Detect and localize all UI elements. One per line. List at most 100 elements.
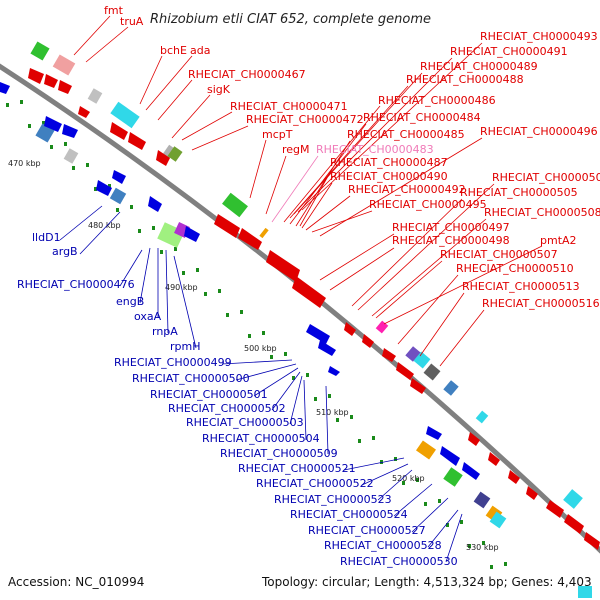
- gene-label[interactable]: RHECIAT_CH0000501: [150, 388, 268, 401]
- gene-feature[interactable]: [396, 362, 414, 380]
- gene-label[interactable]: RHECIAT_CH0000498: [392, 234, 510, 247]
- gene-label[interactable]: RHECIAT_CH0000509: [220, 447, 338, 460]
- gene-feature[interactable]: [0, 82, 10, 94]
- gene-label[interactable]: RHECIAT_CH0000505: [460, 186, 578, 199]
- gene-feature[interactable]: [413, 351, 431, 369]
- gene-label[interactable]: RHECIAT_CH0000496: [480, 125, 598, 138]
- gene-label[interactable]: regM: [282, 143, 310, 156]
- gene-feature[interactable]: [423, 363, 441, 381]
- gene-label[interactable]: RHECIAT_CH0000527: [308, 524, 426, 537]
- gene-label[interactable]: RHECIAT_CH0000504: [202, 432, 320, 445]
- gene-feature[interactable]: [44, 74, 58, 88]
- gene-feature[interactable]: [259, 227, 269, 239]
- gene-label[interactable]: RHECIAT_CH0000488: [406, 73, 524, 86]
- gene-label[interactable]: RHECIAT_CH0000507: [440, 248, 558, 261]
- gene-label[interactable]: RHECIAT_CH0000500: [132, 372, 250, 385]
- gene-label[interactable]: pmtA2: [540, 234, 577, 247]
- gene-label[interactable]: lldD1: [32, 231, 61, 244]
- gene-feature[interactable]: [30, 41, 50, 61]
- gene-label[interactable]: RHECIAT_CH0000528: [324, 539, 442, 552]
- gene-feature[interactable]: [167, 146, 183, 162]
- gene-feature[interactable]: [344, 322, 356, 336]
- gene-feature[interactable]: [475, 410, 489, 424]
- gene-feature[interactable]: [426, 426, 442, 440]
- gene-feature[interactable]: [156, 150, 170, 166]
- gene-feature[interactable]: [28, 68, 44, 84]
- gene-feature[interactable]: [416, 440, 436, 460]
- gene-feature[interactable]: [405, 346, 421, 362]
- gene-label[interactable]: rnpA: [152, 325, 178, 338]
- gene-label[interactable]: RHECIAT_CH0000495: [369, 198, 487, 211]
- gene-feature[interactable]: [110, 122, 128, 140]
- gene-feature[interactable]: [292, 276, 326, 308]
- gene-feature[interactable]: [443, 467, 463, 487]
- gene-feature[interactable]: [58, 80, 72, 94]
- gene-label[interactable]: RHECIAT_CH0000467: [188, 68, 306, 81]
- gene-feature[interactable]: [362, 334, 374, 348]
- gene-feature[interactable]: [318, 340, 336, 356]
- gene-label[interactable]: RHECIAT_CH0000530: [340, 555, 458, 568]
- gene-feature[interactable]: [109, 187, 127, 205]
- gene-feature[interactable]: [328, 366, 340, 376]
- gene-label[interactable]: RHECIAT_CH0000489: [420, 60, 538, 73]
- gene-feature[interactable]: [473, 491, 491, 509]
- gene-feature[interactable]: [564, 514, 584, 534]
- gene-label[interactable]: RHECIAT_CH0000491: [450, 45, 568, 58]
- gene-label[interactable]: oxaA: [134, 310, 162, 323]
- gene-feature[interactable]: [63, 148, 79, 164]
- gene-label[interactable]: RHECIAT_CH0000493: [480, 30, 598, 43]
- gene-feature[interactable]: [526, 486, 538, 500]
- gene-feature[interactable]: [468, 432, 480, 446]
- gene-feature[interactable]: [443, 380, 459, 396]
- gene-label[interactable]: fmt: [104, 4, 124, 17]
- gene-label[interactable]: RHECIAT_CH0000492: [348, 183, 466, 196]
- gene-label[interactable]: RHECIAT_CH0000471: [230, 100, 348, 113]
- gene-label[interactable]: RHECIAT_CH0000524: [290, 508, 408, 521]
- gene-feature[interactable]: [410, 378, 426, 394]
- gene-feature[interactable]: [440, 446, 460, 466]
- gene-feature[interactable]: [489, 511, 507, 529]
- gene-feature[interactable]: [508, 470, 520, 484]
- gene-feature[interactable]: [52, 54, 76, 76]
- gene-label[interactable]: RHECIAT_CH0000486: [378, 94, 496, 107]
- gene-label[interactable]: mcpT: [262, 128, 293, 141]
- gene-feature[interactable]: [44, 116, 62, 132]
- gene-feature[interactable]: [62, 124, 78, 138]
- gene-label[interactable]: RHECIAT_CH0000522: [256, 477, 374, 490]
- gene-feature[interactable]: [87, 88, 103, 104]
- gene-feature[interactable]: [563, 489, 583, 509]
- gene-feature[interactable]: [112, 170, 126, 184]
- gene-label[interactable]: RHECIAT_CH0000476: [17, 278, 135, 291]
- gene-label[interactable]: RHECIAT_CH0000502: [168, 402, 286, 415]
- gene-feature[interactable]: [488, 452, 500, 466]
- gene-feature[interactable]: [578, 586, 592, 598]
- gene-feature[interactable]: [148, 196, 162, 212]
- gene-label[interactable]: RHECIAT_CH0000506: [492, 171, 600, 184]
- gene-label[interactable]: RHECIAT_CH0000523: [274, 493, 392, 506]
- gene-label[interactable]: engB: [116, 295, 144, 308]
- gene-feature[interactable]: [222, 192, 248, 218]
- gene-label[interactable]: ada: [190, 44, 210, 57]
- gene-label[interactable]: RHECIAT_CH0000472: [246, 113, 364, 126]
- gene-label[interactable]: argB: [52, 245, 78, 258]
- gene-label[interactable]: bchE: [160, 44, 187, 57]
- gene-label[interactable]: RHECIAT_CH0000521: [238, 462, 356, 475]
- gene-feature[interactable]: [110, 101, 140, 129]
- gene-label[interactable]: RHECIAT_CH0000508: [484, 206, 600, 219]
- gene-label[interactable]: RHECIAT_CH0000510: [456, 262, 574, 275]
- gene-label[interactable]: RHECIAT_CH0000497: [392, 221, 510, 234]
- gene-label[interactable]: RHECIAT_CH0000503: [186, 416, 304, 429]
- gene-feature[interactable]: [462, 462, 480, 480]
- gene-feature[interactable]: [546, 500, 564, 518]
- gene-label[interactable]: RHECIAT_CH0000490: [330, 170, 448, 183]
- gene-feature[interactable]: [78, 106, 90, 118]
- gene-label[interactable]: RHECIAT_CH0000483: [316, 143, 434, 156]
- gene-feature[interactable]: [306, 324, 330, 344]
- gene-label[interactable]: RHECIAT_CH0000485: [347, 128, 465, 141]
- gene-feature[interactable]: [238, 228, 262, 250]
- gene-label[interactable]: RHECIAT_CH0000513: [462, 280, 580, 293]
- gene-feature[interactable]: [214, 214, 240, 238]
- gene-feature[interactable]: [128, 132, 146, 150]
- gene-feature[interactable]: [184, 226, 200, 242]
- gene-label[interactable]: rpmH: [170, 340, 201, 353]
